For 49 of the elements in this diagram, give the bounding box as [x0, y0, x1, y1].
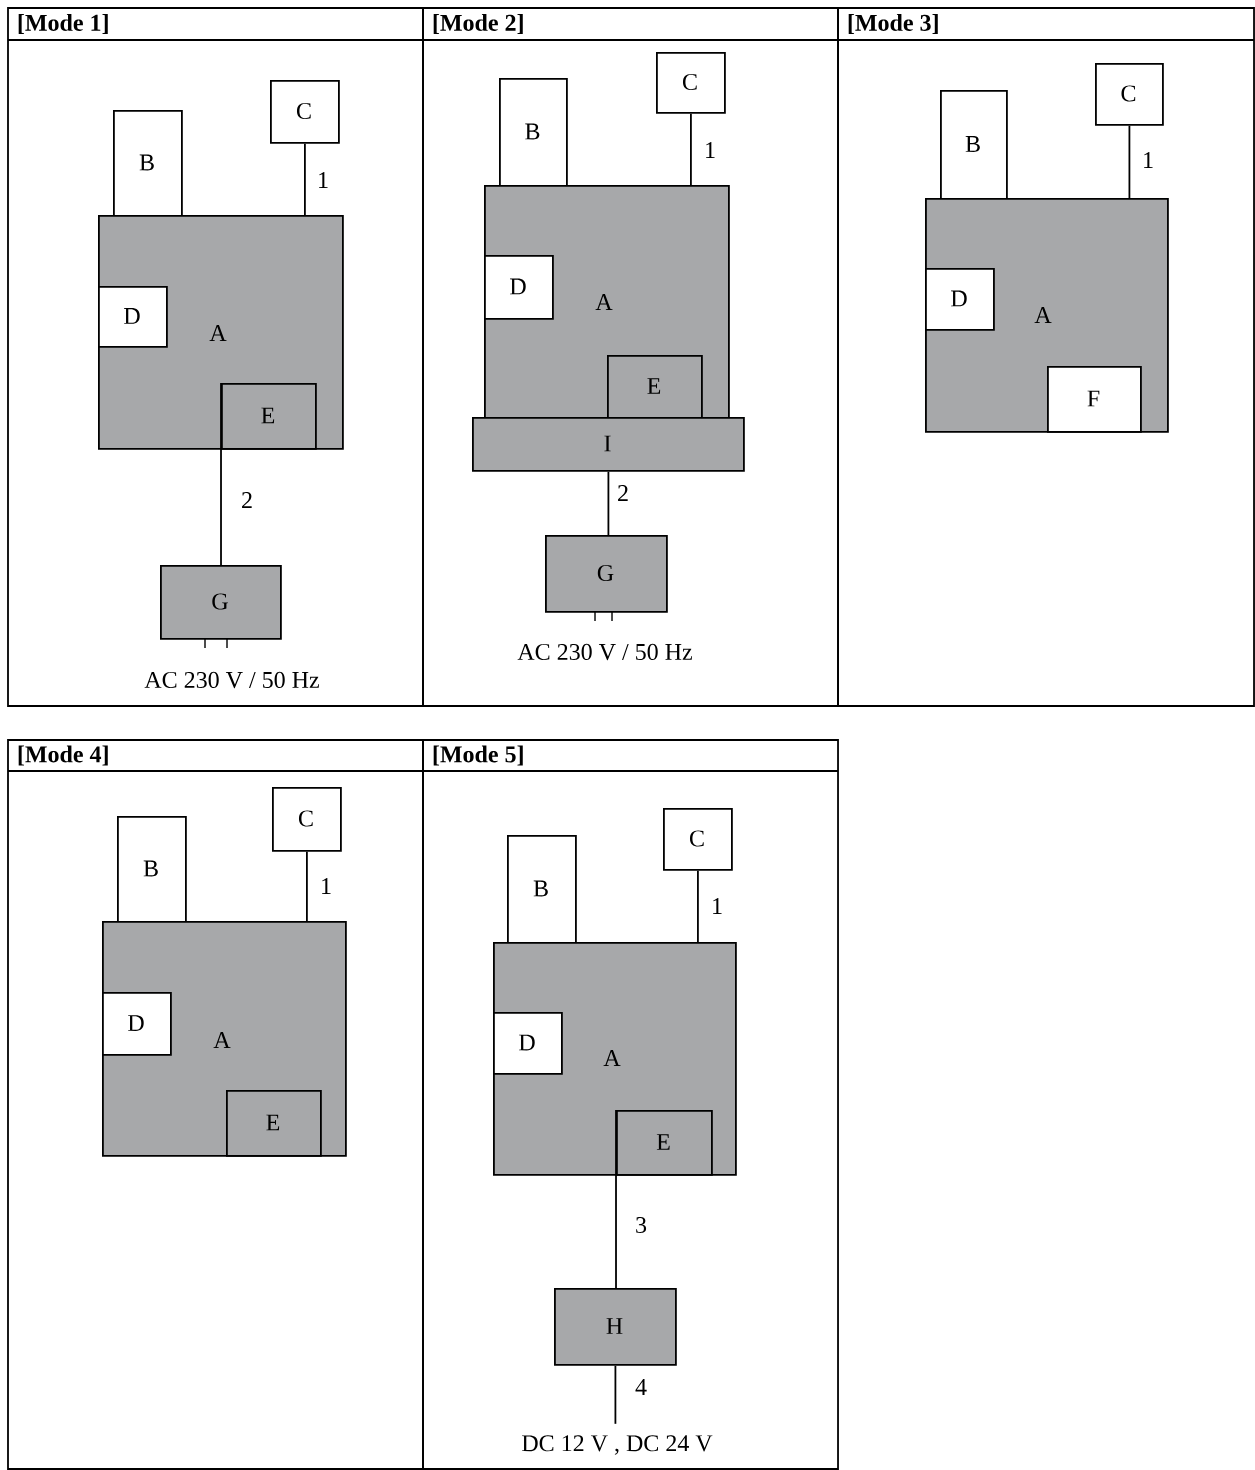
edge-label: 1	[1140, 150, 1156, 170]
connector-line	[607, 470, 610, 536]
connector-line	[220, 382, 222, 566]
module-box: D	[98, 286, 168, 348]
edge-label: 3	[633, 1214, 649, 1236]
module-box: D	[484, 255, 554, 320]
module-box: E	[226, 1090, 322, 1157]
connector-line	[690, 112, 692, 186]
module-box: C	[663, 808, 733, 871]
module-box: B	[940, 90, 1008, 200]
module-box: D	[102, 992, 172, 1056]
connector-line	[697, 869, 699, 943]
power-supply-box: G	[545, 535, 668, 613]
module-box: D	[493, 1012, 563, 1075]
module-box: D	[925, 268, 995, 331]
edge-label: 2	[239, 490, 255, 510]
module-box: B	[499, 78, 568, 187]
edge-label: 2	[615, 483, 631, 503]
power-supply-box: G	[160, 565, 282, 640]
module-box: B	[507, 835, 577, 944]
connector-line	[304, 142, 306, 216]
edge-label: 1	[318, 876, 334, 896]
power-supply-box: H	[554, 1288, 677, 1366]
mode-heading: [Mode 5]	[433, 745, 523, 766]
module-box: B	[113, 110, 183, 217]
module-box: C	[270, 80, 340, 144]
module-box: E	[616, 1110, 713, 1176]
module-box: F	[1047, 366, 1142, 433]
module-box: C	[1095, 63, 1164, 126]
module-box: C	[656, 52, 726, 114]
module-box: E	[221, 383, 317, 450]
connector-line	[1128, 124, 1131, 199]
edge-label: 1	[709, 896, 725, 916]
connector-line	[614, 1364, 617, 1425]
mode-heading: [Mode 2]	[433, 14, 523, 34]
voltage-label: DC 12 V , DC 24 V	[522, 1435, 713, 1455]
edge-label: 4	[633, 1377, 649, 1397]
voltage-label: AC 230 V / 50 Hz	[517, 643, 692, 661]
module-box: B	[117, 816, 187, 923]
connector-line	[306, 850, 308, 922]
voltage-label: AC 230 V / 50 Hz	[144, 671, 319, 689]
module-box: C	[272, 787, 342, 852]
mode-heading: [Mode 4]	[18, 745, 108, 766]
module-box: E	[607, 355, 703, 419]
mode-heading: [Mode 1]	[18, 14, 108, 34]
mode-heading: [Mode 3]	[848, 14, 938, 34]
edge-label: 1	[702, 140, 718, 160]
edge-label: 1	[315, 170, 331, 190]
connector-line	[615, 1109, 617, 1289]
